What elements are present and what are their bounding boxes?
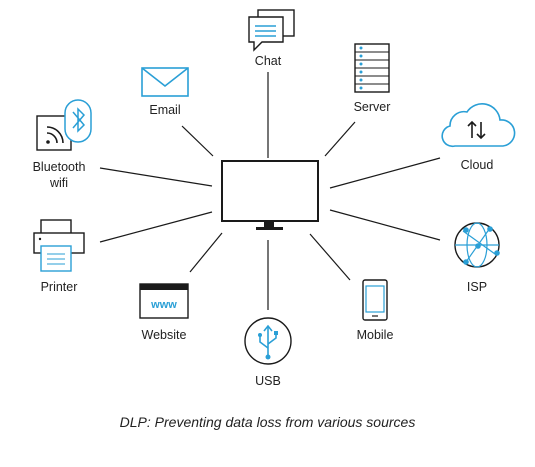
bluetooth-wifi-icon	[36, 99, 92, 151]
website-www-text: www	[150, 299, 177, 311]
mobile-label: Mobile	[357, 328, 394, 342]
connector-isp	[329, 209, 441, 241]
connector-email	[181, 125, 214, 157]
connector-bluetooth	[99, 167, 213, 187]
globe-network-icon	[454, 222, 500, 268]
computer-monitor-icon	[221, 160, 319, 230]
server-label: Server	[354, 100, 391, 114]
server-rack-icon	[354, 43, 390, 93]
printer-icon	[33, 219, 85, 272]
connector-cloud	[329, 157, 441, 189]
figure-caption: DLP: Preventing data loss from various s…	[119, 414, 416, 430]
dlp-diagram: Chat Email Server Bluetooth	[33, 9, 516, 388]
chat-bubbles-icon	[248, 9, 295, 52]
connector-printer	[99, 211, 213, 243]
cloud-sync-icon	[441, 103, 516, 148]
smartphone-icon	[362, 279, 388, 321]
connector-server	[324, 121, 356, 157]
bluetooth-label-line2: wifi	[49, 176, 68, 190]
connector-lines	[99, 72, 441, 310]
usb-label: USB	[255, 374, 281, 388]
connector-mobile	[309, 233, 351, 281]
envelope-icon	[141, 67, 189, 97]
chat-label: Chat	[255, 54, 282, 68]
printer-label: Printer	[41, 280, 78, 294]
browser-www-icon: www	[139, 283, 189, 319]
cloud-label: Cloud	[461, 158, 494, 172]
website-label: Website	[142, 328, 187, 342]
bluetooth-label-line1: Bluetooth	[33, 160, 86, 174]
isp-label: ISP	[467, 280, 487, 294]
connector-website	[189, 232, 223, 273]
usb-icon	[244, 317, 292, 365]
email-label: Email	[149, 103, 180, 117]
